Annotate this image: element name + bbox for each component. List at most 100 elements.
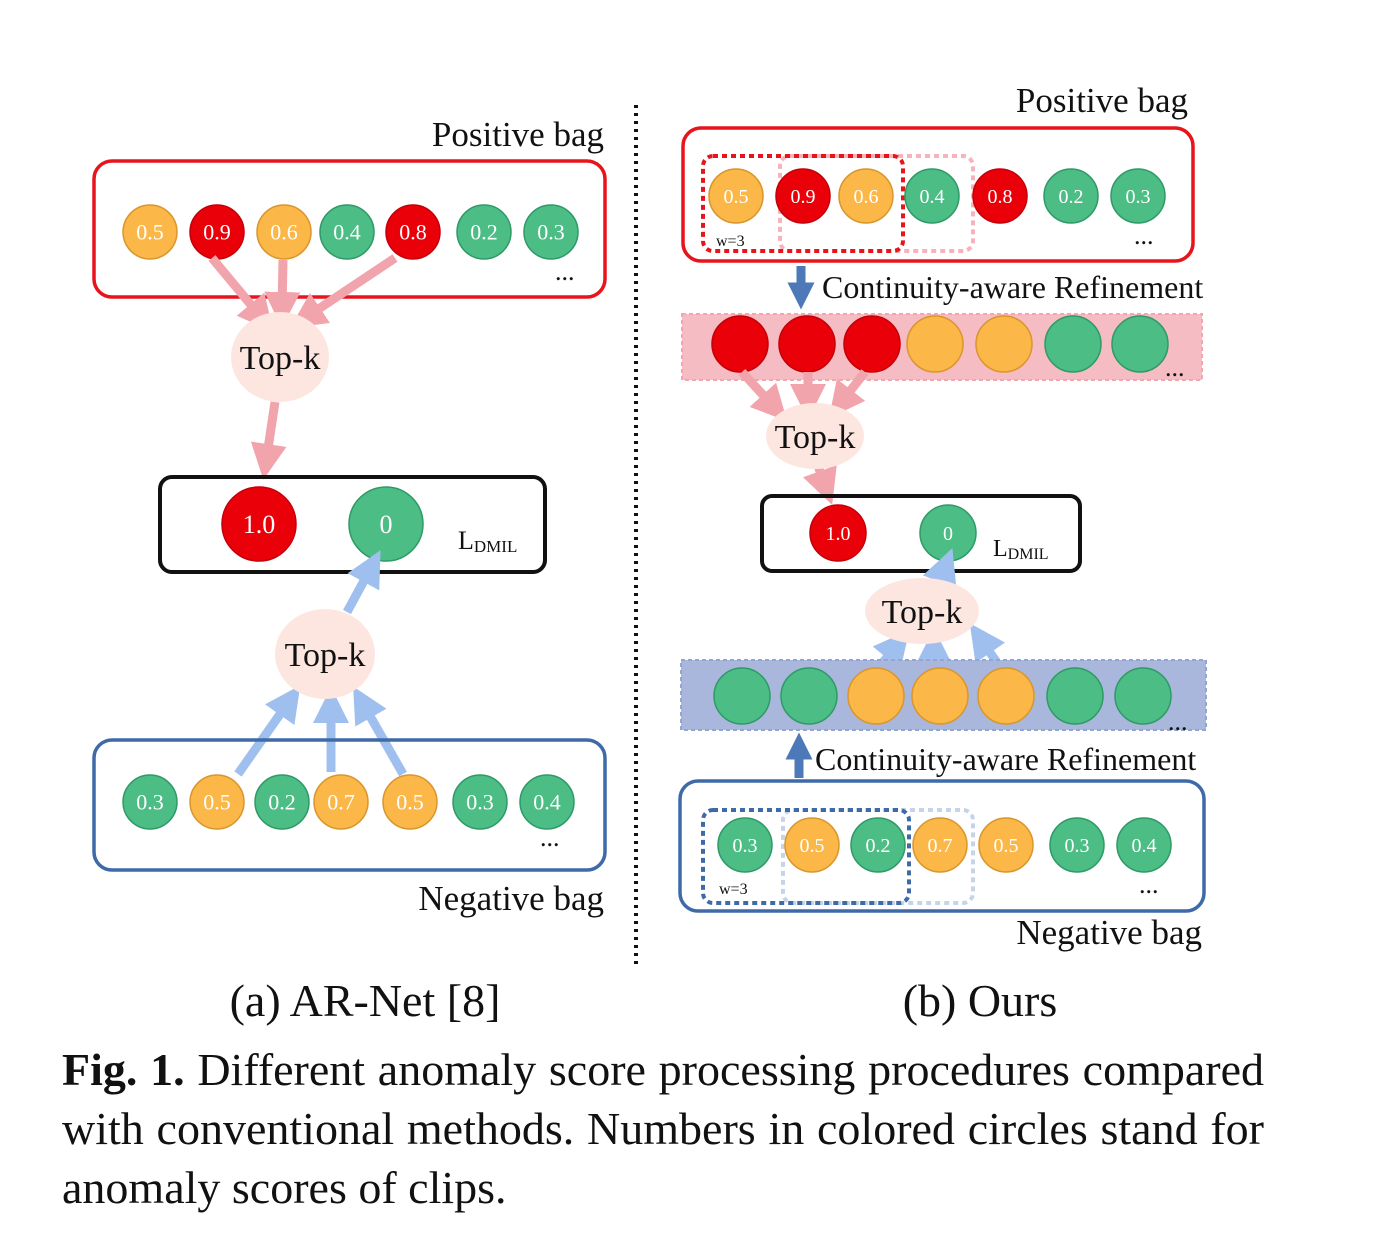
left-negative-score-value: 0.5 (396, 790, 424, 815)
left-positive-score-circle (523, 204, 579, 260)
right-negative-bag-label: Negative bag (1016, 913, 1202, 952)
right-refined-positive-circle (1044, 315, 1102, 373)
right-negative-window (701, 808, 911, 905)
right-positive-score-circle (1110, 168, 1166, 224)
left-topk-negative-node (275, 609, 375, 699)
left-topk-negative-label: Top-k (285, 637, 366, 674)
right-negative-scores: 0.3 0.5 0.2 0.7 0.5 0.3 0.4 (717, 817, 1172, 873)
right-positive-score-value: 0.4 (920, 186, 945, 208)
right-negative-score-value: 0.2 (866, 835, 891, 857)
right-topk-positive-label: Top-k (775, 419, 856, 456)
left-subcaption: (a) AR-Net [8] (230, 975, 501, 1026)
right-refined-negative-circle (1114, 667, 1172, 725)
right-negative-score-circle (912, 817, 968, 873)
figure-caption-label: Fig. 1. (62, 1044, 185, 1095)
right-refined-negative-circle (1046, 667, 1104, 725)
right-negative-score-value: 0.5 (800, 835, 825, 857)
left-negative-score-value: 0.2 (268, 790, 296, 815)
right-negative-score-value: 0.3 (1065, 835, 1090, 857)
right-refinement-label-bottom: Continuity-aware Refinement (815, 741, 1196, 777)
left-negative-bag-box (92, 738, 607, 872)
right-refined-negative-scores (713, 667, 1172, 725)
right-topk-positive-node (766, 403, 864, 469)
right-loss-target-circle (809, 504, 867, 562)
right-negative-score-value: 0.3 (733, 835, 758, 857)
right-positive-score-value: 0.2 (1059, 186, 1084, 208)
right-negative-score-circle (978, 817, 1034, 873)
left-topk-positive-node (231, 312, 329, 402)
right-refined-negative-circle (977, 667, 1035, 725)
right-positive-score-circle (972, 168, 1028, 224)
right-refined-positive-circle (906, 315, 964, 373)
right-refined-positive-circle (843, 315, 901, 373)
left-positive-score-value: 0.4 (333, 220, 361, 245)
right-positive-score-value: 0.3 (1126, 186, 1151, 208)
right-positive-bag-box (681, 126, 1195, 263)
left-negative-bag-label: Negative bag (418, 879, 604, 918)
left-loss-target-value: 1.0 (243, 510, 276, 539)
right-refined-negative-circle (713, 667, 771, 725)
left-negative-score-value: 0.3 (466, 790, 494, 815)
left-positive-score-value: 0.2 (470, 220, 498, 245)
figure-caption-text: Different anomaly score processing proce… (62, 1044, 1264, 1213)
left-positive-ellipsis: ... (555, 257, 575, 286)
left-negative-ellipsis: ... (540, 823, 560, 852)
right-refined-positive-circle (778, 315, 836, 373)
left-positive-bag-box (92, 159, 607, 299)
left-positive-score-value: 0.6 (270, 220, 298, 245)
right-topk-negative-label: Top-k (882, 594, 963, 631)
left-positive-score-circle (256, 204, 312, 260)
left-positive-score-value: 0.3 (537, 220, 565, 245)
right-refined-positive-circle (1111, 315, 1169, 373)
right-positive-score-circle (1043, 168, 1099, 224)
right-negative-score-value: 0.4 (1132, 835, 1157, 857)
left-negative-score-circle (382, 774, 438, 830)
right-positive-score-circle (904, 168, 960, 224)
left-negative-score-circle (189, 774, 245, 830)
left-negative-score-circle (254, 774, 310, 830)
right-topk-negative-node (865, 578, 979, 644)
right-loss-label: LDMIL (993, 536, 1049, 563)
right-positive-ellipsis: ... (1134, 221, 1154, 250)
right-refined-negative-circle (780, 667, 838, 725)
right-positive-bag-label: Positive bag (1016, 81, 1188, 120)
left-negative-score-circle (452, 774, 508, 830)
left-negative-score-value: 0.3 (136, 790, 164, 815)
left-positive-bag-label: Positive bag (432, 115, 604, 154)
right-negative-score-circle (1116, 817, 1172, 873)
left-loss-target-value: 0 (380, 510, 393, 539)
right-negative-score-circle (717, 817, 773, 873)
right-refined-negative-circle (847, 667, 905, 725)
right-refined-positive-circle (711, 315, 769, 373)
left-positive-score-circle (122, 204, 178, 260)
left-negative-score-value: 0.5 (203, 790, 231, 815)
right-positive-score-value: 0.8 (988, 186, 1013, 208)
left-negative-score-circle (313, 774, 369, 830)
right-negative-score-circle (850, 817, 906, 873)
left-positive-arrows (208, 254, 398, 480)
left-negative-score-circle (519, 774, 575, 830)
left-positive-score-circle (385, 204, 441, 260)
left-positive-score-circle (456, 204, 512, 260)
right-refined-positive-scores (711, 315, 1169, 373)
right-loss-box (760, 494, 1082, 573)
right-subcaption: (b) Ours (903, 975, 1058, 1026)
left-negative-score-value: 0.4 (533, 790, 561, 815)
right-negative-score-value: 0.7 (928, 835, 953, 857)
left-negative-score-circle (122, 774, 178, 830)
left-topk-positive-label: Top-k (240, 340, 321, 377)
right-loss-target-value: 1.0 (826, 523, 851, 545)
left-loss-target-circle (348, 486, 424, 562)
right-positive-window (701, 154, 905, 253)
right-negative-score-circle (1049, 817, 1105, 873)
right-positive-score-circle (708, 168, 764, 224)
right-positive-score-value: 0.5 (724, 186, 749, 208)
right-negative-score-value: 0.5 (994, 835, 1019, 857)
left-positive-score-value: 0.9 (203, 220, 231, 245)
